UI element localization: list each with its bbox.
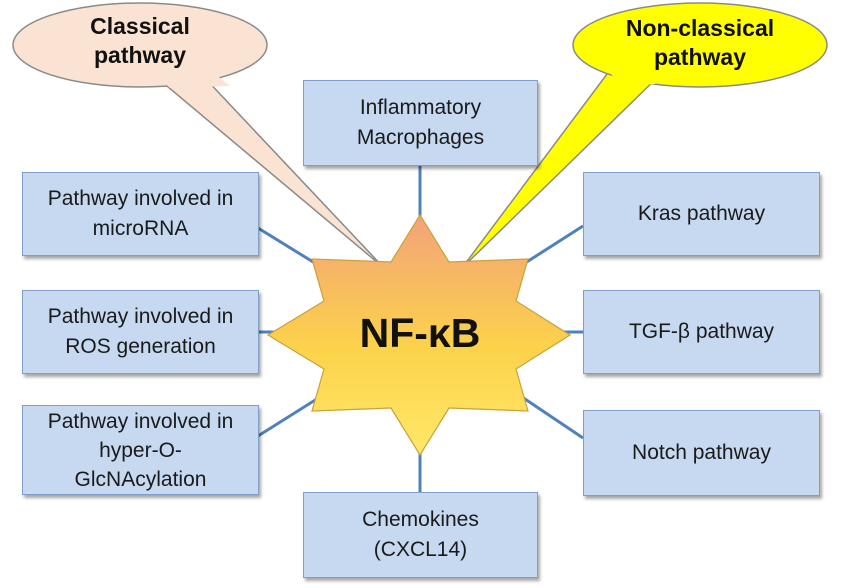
node-macrophages-line1: Inflammatory (359, 96, 482, 119)
classical-line2: pathway (93, 42, 187, 68)
non-classical-tail-seam (605, 66, 670, 86)
classical-tail-seam (150, 70, 230, 88)
non-classical-callout-label: Non-classical pathway (600, 12, 800, 74)
node-chemokines-line2: (CXCL14) (373, 538, 468, 561)
node-notch-pathway: Notch pathway (583, 410, 820, 496)
node-glcnac-line2: hyper-O- (99, 438, 182, 462)
node-macrophages-line2: Macrophages (356, 126, 485, 149)
connector-glcnac (257, 395, 321, 438)
classical-line1: Classical (90, 13, 190, 39)
node-kras-pathway: Kras pathway (583, 172, 820, 256)
nf-kb-label: NF-κB (359, 309, 481, 356)
node-notch-label: Notch pathway (632, 441, 771, 464)
classical-callout-label: Classical pathway (50, 10, 230, 72)
node-glcnacylation-pathway: Pathway involved in hyper-O- GlcNAcylati… (22, 405, 259, 495)
node-microrna-pathway: Pathway involved in microRNA (22, 172, 259, 256)
non-classical-line1: Non-classical (625, 15, 775, 41)
node-microrna-line2: microRNA (92, 217, 189, 240)
classical-callout-bubble (12, 2, 268, 88)
node-ros-generation-pathway: Pathway involved in ROS generation (22, 290, 259, 374)
node-tgf-beta-pathway: TGF-β pathway (583, 290, 820, 374)
connector-kras (521, 224, 584, 267)
connector-notch (521, 395, 584, 440)
node-kras-label: Kras pathway (637, 202, 766, 225)
node-tgf-label: TGF-β pathway (628, 320, 775, 343)
node-chemokines-line1: Chemokines (362, 508, 479, 531)
nf-kb-star (266, 213, 572, 457)
node-inflammatory-macrophages: Inflammatory Macrophages (303, 80, 538, 166)
connector-microrna (257, 226, 319, 267)
node-microrna-line1: Pathway involved in (47, 187, 234, 210)
node-ros-line2: ROS generation (65, 335, 216, 358)
node-glcnac-line3: GlcNAcylation (74, 467, 207, 491)
non-classical-line2: pathway (653, 44, 746, 70)
node-chemokines: Chemokines (CXCL14) (303, 492, 538, 578)
node-glcnac-line1: Pathway involved in (47, 409, 234, 433)
node-ros-line1: Pathway involved in (47, 305, 234, 328)
